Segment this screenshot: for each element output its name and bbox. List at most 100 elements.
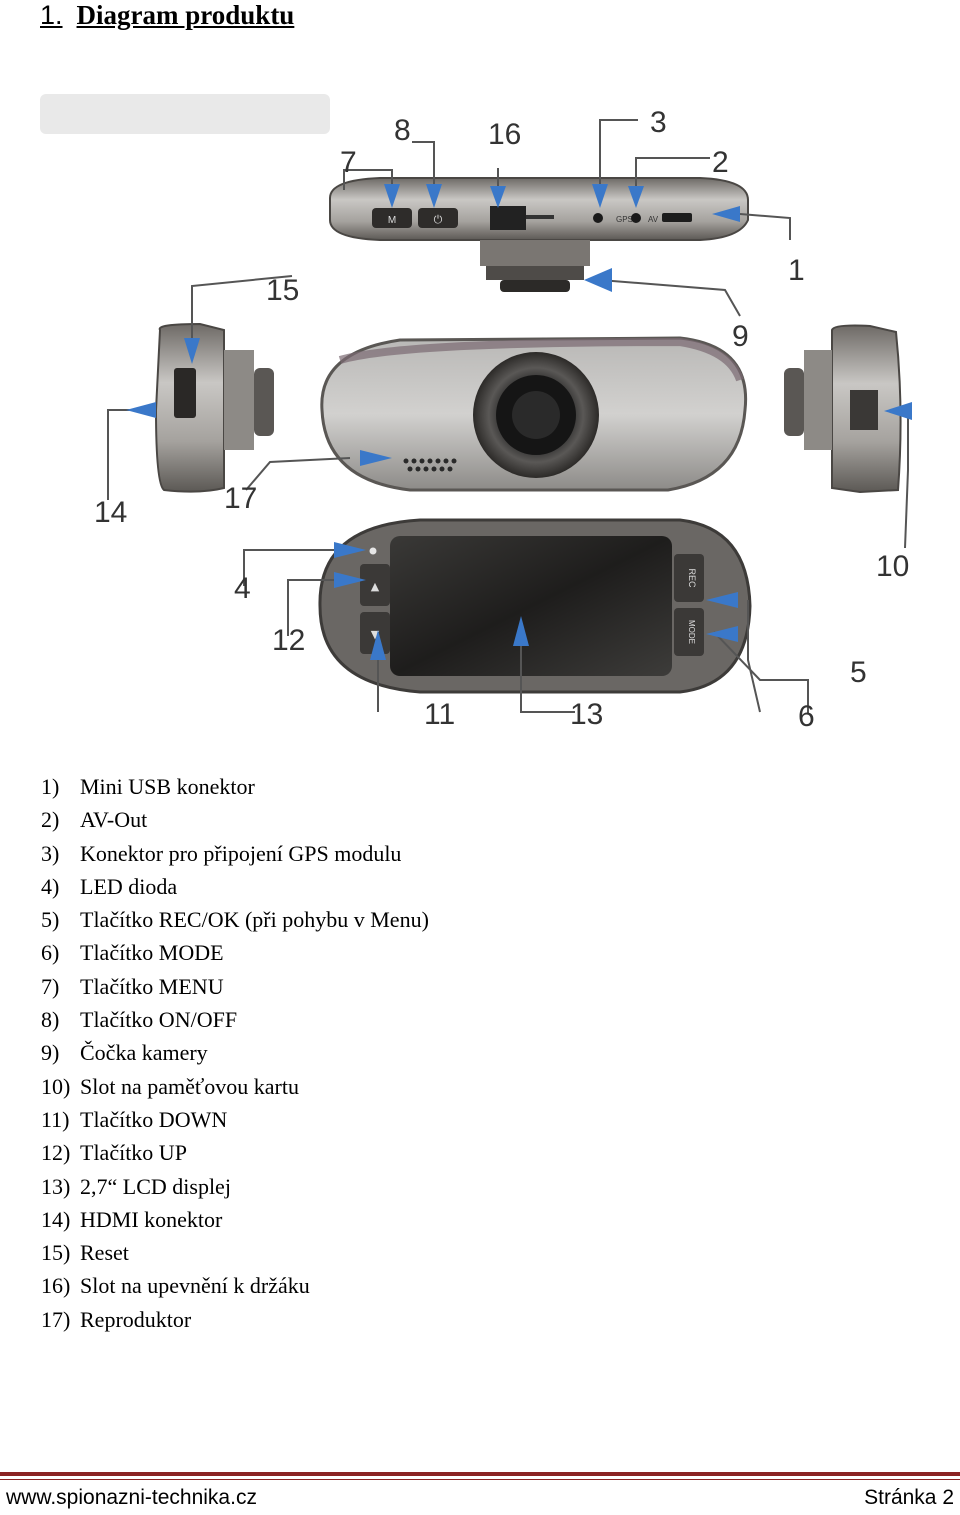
item-number: 4) [41, 873, 60, 899]
camera-back-view: ▲ ▼ REC MODE [318, 518, 752, 694]
arrow-3 [592, 184, 608, 208]
arrow-4 [334, 542, 366, 558]
item-label: 2,7“ LCD displej [80, 1173, 231, 1199]
menu-button-glyph: M [388, 215, 396, 226]
callout-3: 3 [650, 106, 667, 139]
item-label: Tlačítko REC/OK (při pohybu v Menu) [80, 907, 429, 933]
av-port-label: AV [648, 215, 659, 224]
item-label: Slot na upevnění k držáku [80, 1273, 310, 1299]
power-button-glyph: ⏻ [434, 213, 443, 226]
list-item: 9) Čočka kamery [41, 1036, 429, 1069]
callout-5: 5 [850, 656, 867, 689]
callout-6: 6 [798, 700, 815, 733]
arrow-2 [628, 186, 644, 208]
item-number: 12) [41, 1140, 71, 1166]
item-label: Slot na paměťovou kartu [80, 1073, 299, 1099]
list-item: 11)Tlačítko DOWN [41, 1103, 429, 1136]
callout-17: 17 [224, 482, 257, 515]
footer-divider-thin [0, 1479, 960, 1480]
footer-divider-thick [0, 1472, 960, 1476]
callout-numbers: 1 2 3 4 5 6 7 8 9 10 11 12 13 14 15 16 1… [94, 106, 909, 733]
footer-website: www.spionazni-technika.cz [6, 1486, 257, 1509]
arrow-7 [384, 184, 400, 208]
item-number: 6) [41, 940, 60, 966]
item-label: Čočka kamery [80, 1040, 208, 1066]
list-item: 13) 2,7“ LCD displej [41, 1170, 429, 1203]
arrow-17 [360, 450, 392, 466]
arrow-12 [334, 572, 366, 588]
arrow-16 [490, 186, 506, 208]
item-label: Tlačítko MODE [80, 940, 224, 966]
item-number: 13) [41, 1173, 71, 1199]
item-label: Mini USB konektor [80, 774, 255, 799]
list-item: 4)LED dioda [41, 870, 429, 903]
down-button-glyph: ▼ [371, 628, 380, 641]
item-number: 1) [41, 774, 60, 799]
item-number: 2) [41, 807, 60, 833]
item-number: 14) [41, 1206, 71, 1232]
item-number: 15) [41, 1240, 71, 1266]
list-item: 6) Tlačítko MODE [41, 936, 429, 969]
item-label: AV-Out [80, 807, 148, 833]
item-number: 5) [41, 907, 60, 933]
item-label: Tlačítko ON/OFF [80, 1007, 238, 1033]
footer-page-number: Stránka 2 [864, 1486, 954, 1509]
item-number: 10) [41, 1073, 71, 1099]
callout-11: 11 [424, 698, 455, 731]
item-number: 17) [41, 1306, 71, 1332]
list-item: 16) Slot na upevnění k držáku [41, 1269, 429, 1302]
arrow-6 [706, 626, 738, 642]
list-item: 15) Reset [41, 1236, 429, 1269]
mode-button-glyph: MODE [687, 620, 696, 644]
camera-left-side-view [154, 322, 274, 493]
item-label: Tlačítko UP [80, 1140, 187, 1166]
arrow-5 [706, 592, 738, 608]
callout-1: 1 [788, 254, 805, 287]
item-number: 9) [41, 1040, 60, 1066]
callout-2: 2 [712, 146, 729, 179]
leader-lines [107, 119, 909, 714]
list-item: 12) Tlačítko UP [41, 1136, 429, 1169]
up-button-glyph: ▲ [371, 580, 380, 593]
list-item: 8)Tlačítko ON/OFF [41, 1003, 429, 1036]
item-number: 16) [41, 1273, 71, 1299]
list-item: 10) Slot na paměťovou kartu [41, 1070, 429, 1103]
gps-port-label: GPS [616, 215, 633, 224]
arrow-8 [426, 184, 442, 208]
product-diagram: M ⏻ GPS AV [40, 94, 912, 733]
list-item: 7) Tlačítko MENU [41, 970, 429, 1003]
list-item: 3) Konektor pro připojení GPS modulu [41, 837, 429, 870]
item-label: HDMI konektor [80, 1206, 223, 1232]
item-label: Reproduktor [80, 1306, 192, 1332]
item-number: 11) [41, 1106, 70, 1132]
item-number: 7) [41, 973, 60, 999]
callout-8: 8 [394, 114, 411, 147]
item-number: 3) [41, 840, 60, 866]
section-number: 1. [40, 0, 63, 30]
arrow-11 [370, 630, 386, 660]
arrow-15 [184, 338, 200, 364]
section-title: Diagram produktu [76, 0, 295, 30]
camera-front-view [320, 336, 748, 492]
arrow-14 [126, 402, 156, 418]
list-item: 5) Tlačítko REC/OK (při pohybu v Menu) [41, 903, 429, 936]
section-heading: 1. Diagram produktu [40, 0, 294, 31]
arrow-9 [584, 268, 612, 292]
blurred-text-artifact [40, 94, 330, 134]
item-label: Tlačítko MENU [80, 973, 224, 999]
callout-14: 14 [94, 496, 127, 529]
arrow-1 [712, 206, 740, 222]
list-item: 1) Mini USB konektor [41, 770, 429, 803]
callout-7: 7 [340, 146, 357, 179]
callout-13: 13 [570, 698, 603, 731]
item-label: Konektor pro připojení GPS modulu [80, 840, 402, 866]
arrow-10 [884, 402, 912, 420]
callout-10: 10 [876, 550, 909, 583]
list-item: 17) Reproduktor [41, 1303, 429, 1336]
parts-list: 1) Mini USB konektor 2) AV-Out 3) Konektor … [41, 770, 429, 1336]
camera-right-side-view [784, 324, 902, 494]
item-label: Reset [80, 1240, 129, 1266]
arrow-13 [513, 616, 529, 646]
callout-4: 4 [234, 572, 251, 605]
callout-16: 16 [488, 118, 521, 151]
